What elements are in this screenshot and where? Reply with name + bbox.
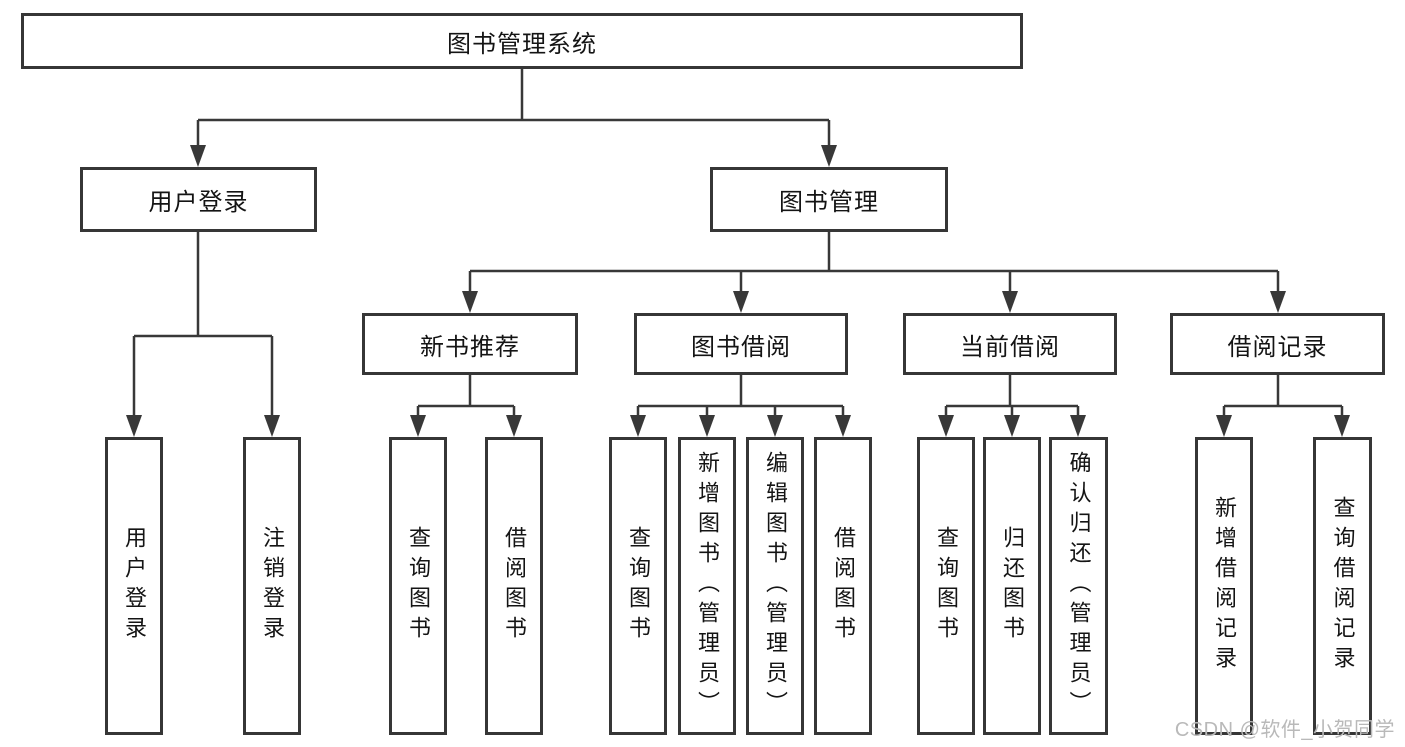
node-current-borrow-label: 当前借阅 <box>960 333 1060 361</box>
node-user-login-label: 用户登录 <box>148 189 249 216</box>
leaf-current-return-books: 归还图书 <box>983 437 1041 735</box>
leaf-user-login: 用户登录 <box>105 437 163 735</box>
node-new-book-recommend-label: 新书推荐 <box>420 333 520 361</box>
leaf-logout-label: 注销登录 <box>260 526 285 646</box>
leaf-borrow-borrow-books: 借阅图书 <box>814 437 872 735</box>
leaf-newbook-query-books-label: 查询图书 <box>406 526 431 646</box>
leaf-borrow-query-books: 查询图书 <box>609 437 667 735</box>
leaf-current-query-books-label: 查询图书 <box>934 526 959 646</box>
node-root-label: 图书管理系统 <box>447 30 597 58</box>
node-book-borrow-label: 图书借阅 <box>691 333 791 361</box>
leaf-borrow-add-books-admin: 新增图书（管理员） <box>678 437 736 735</box>
node-book-management: 图书管理 <box>710 167 948 232</box>
leaf-user-login-label: 用户登录 <box>122 526 147 646</box>
leaf-current-query-books: 查询图书 <box>917 437 975 735</box>
arrowhead-icons <box>126 145 1350 437</box>
leaf-newbook-query-books: 查询图书 <box>389 437 447 735</box>
leaf-borrow-add-books-admin-label: 新增图书（管理员） <box>695 451 720 721</box>
csdn-watermark: CSDN @软件_小贺同学 <box>1174 719 1395 741</box>
leaf-borrow-borrow-books-label: 借阅图书 <box>831 526 856 646</box>
leaf-current-confirm-return-admin-label: 确认归还（管理员） <box>1066 451 1092 721</box>
leaf-borrow-edit-books-admin-label: 编辑图书（管理员） <box>763 451 788 721</box>
node-borrow-records-label: 借阅记录 <box>1227 333 1328 361</box>
leaf-logout: 注销登录 <box>243 437 301 735</box>
leaf-newbook-borrow-books-label: 借阅图书 <box>502 526 527 646</box>
leaf-borrow-edit-books-admin: 编辑图书（管理员） <box>746 437 804 735</box>
node-user-login: 用户登录 <box>80 167 317 232</box>
node-root: 图书管理系统 <box>21 13 1023 69</box>
leaf-current-return-books-label: 归还图书 <box>1000 526 1025 646</box>
node-book-management-label: 图书管理 <box>779 189 879 216</box>
leaf-records-query-record: 查询借阅记录 <box>1313 437 1372 735</box>
leaf-records-add-record-label: 新增借阅记录 <box>1212 496 1237 676</box>
node-book-borrow: 图书借阅 <box>634 313 848 375</box>
leaf-current-confirm-return-admin: 确认归还（管理员） <box>1049 437 1108 735</box>
node-current-borrow: 当前借阅 <box>903 313 1117 375</box>
leaf-newbook-borrow-books: 借阅图书 <box>485 437 543 735</box>
leaf-borrow-query-books-label: 查询图书 <box>626 526 651 646</box>
node-borrow-records: 借阅记录 <box>1170 313 1385 375</box>
leaf-records-add-record: 新增借阅记录 <box>1195 437 1253 735</box>
node-new-book-recommend: 新书推荐 <box>362 313 578 375</box>
leaf-records-query-record-label: 查询借阅记录 <box>1330 496 1356 676</box>
